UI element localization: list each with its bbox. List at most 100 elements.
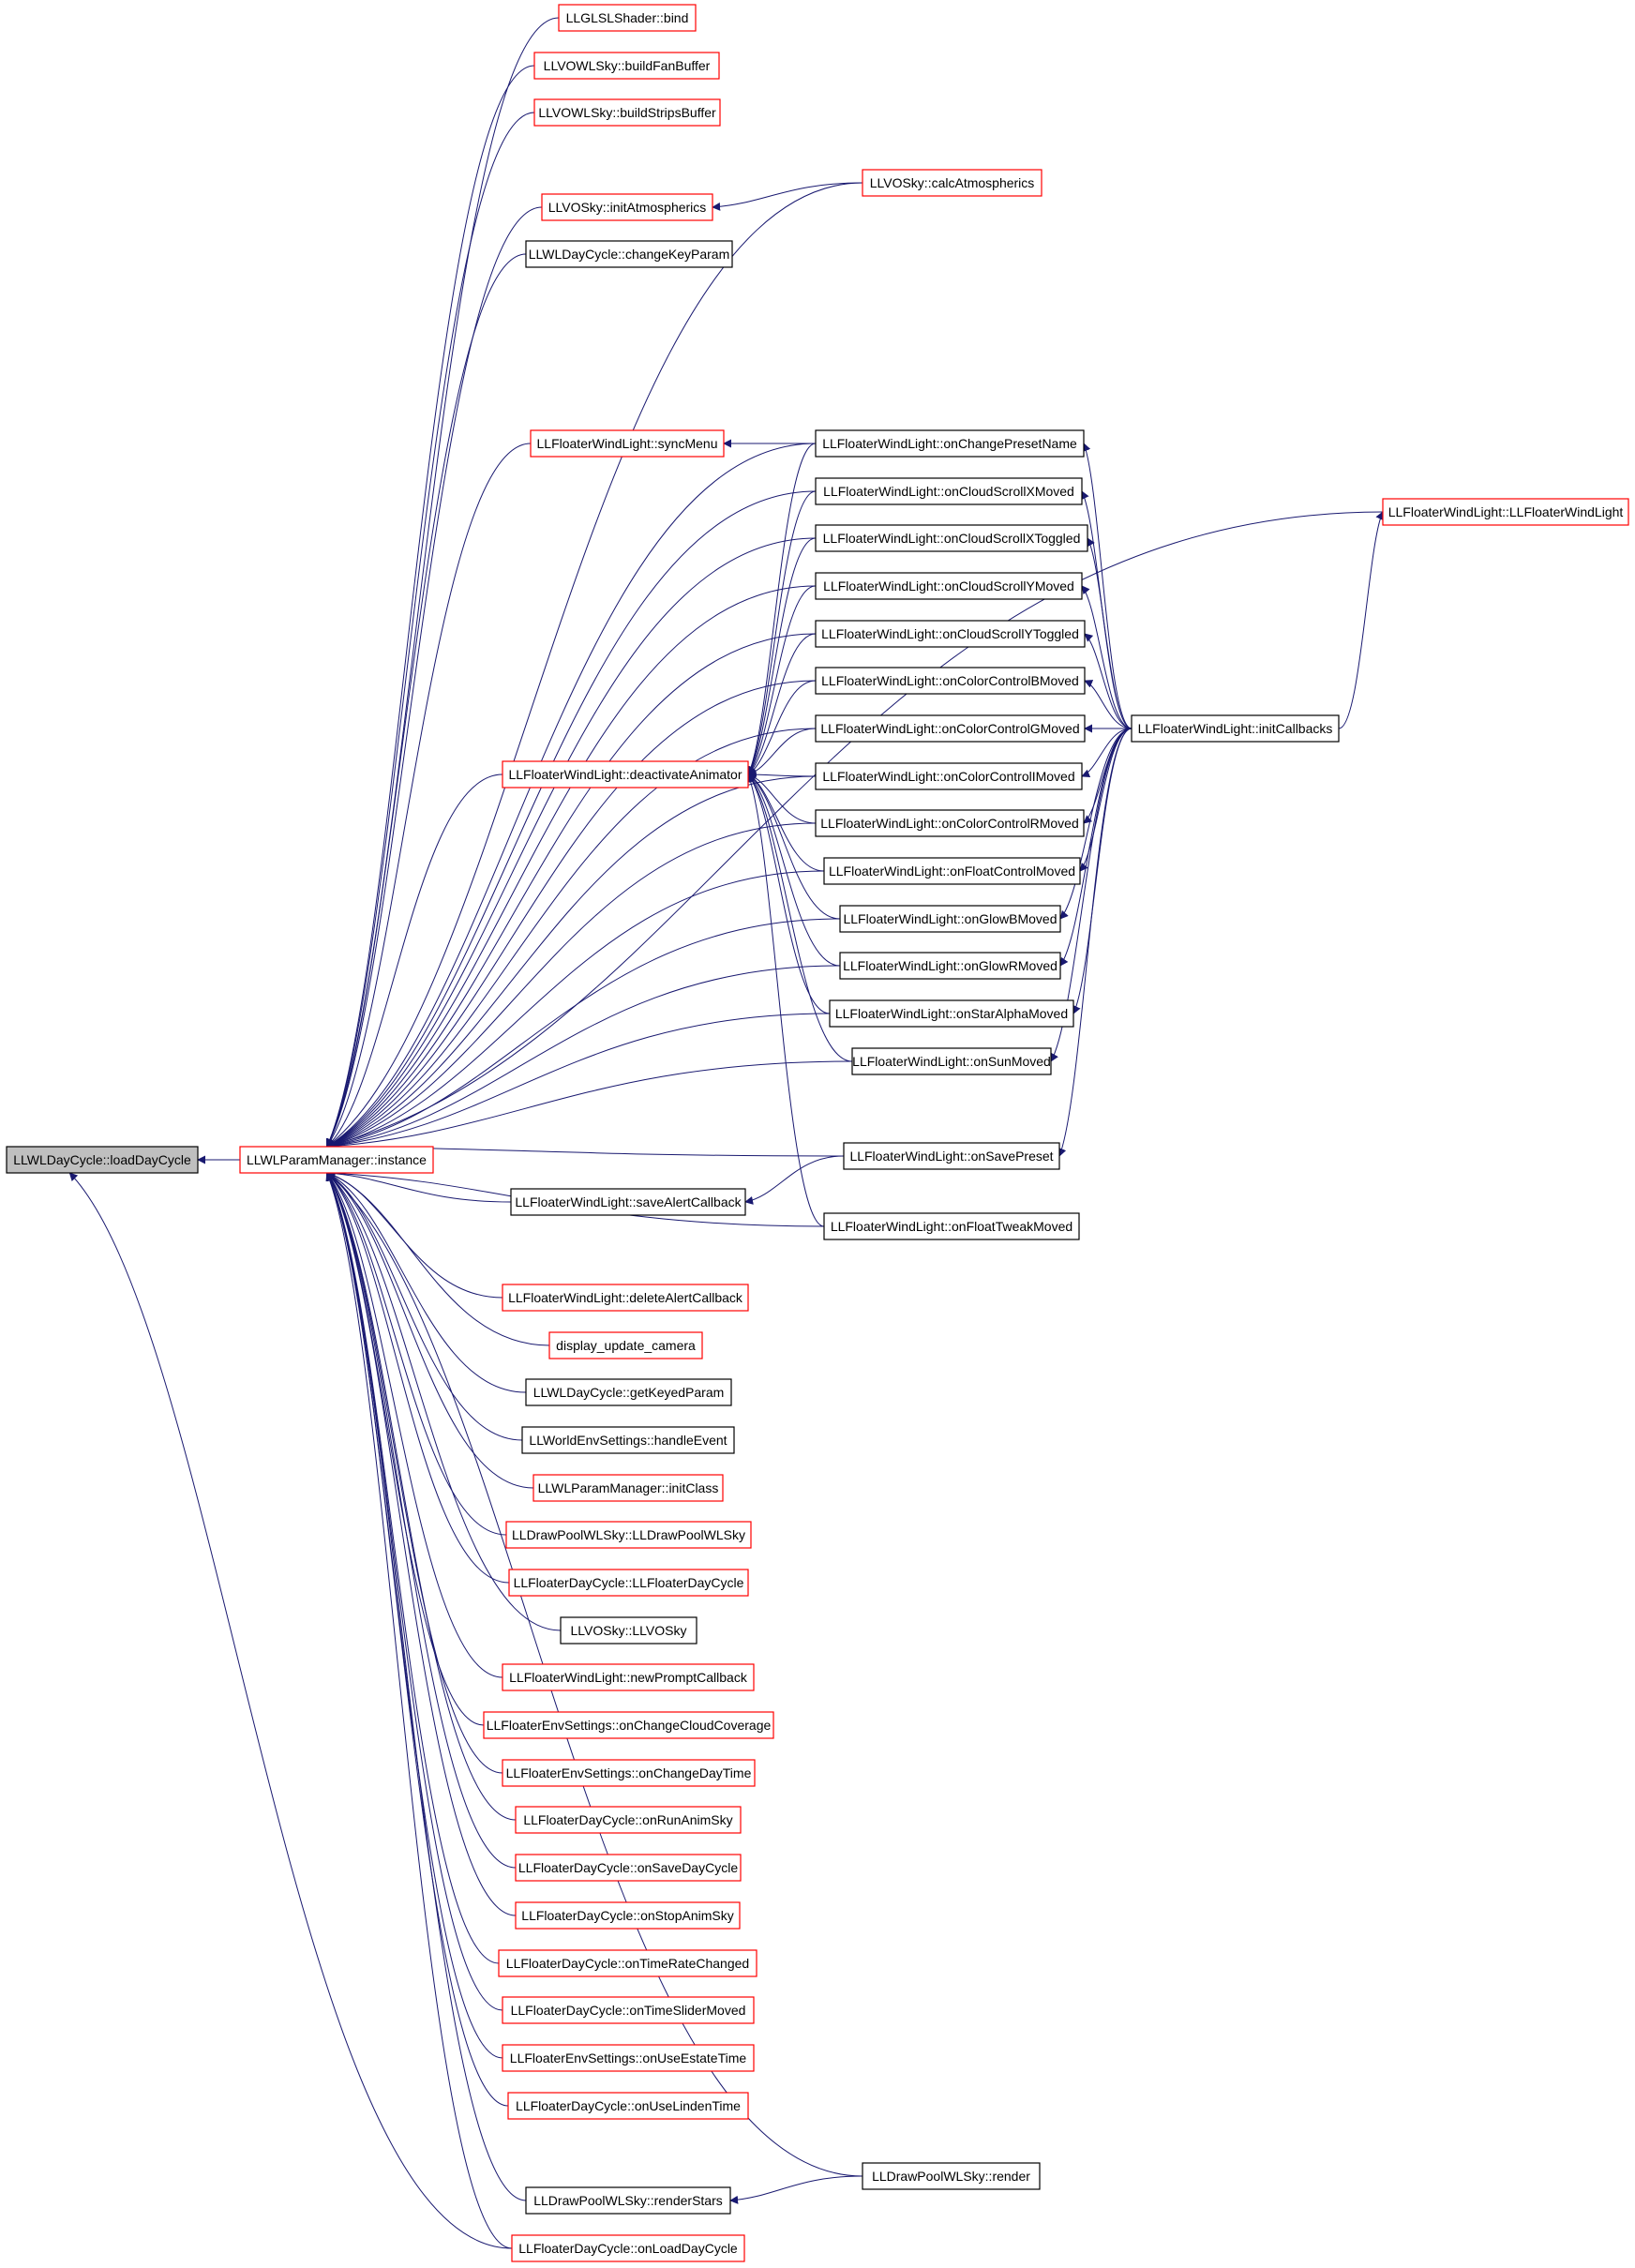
node-n4[interactable]: LLVOSky::initAtmospherics <box>541 193 713 221</box>
node-box <box>515 1806 742 1834</box>
node-m5[interactable]: LLFloaterWindLight::onCloudScrollYToggle… <box>815 620 1086 648</box>
node-box <box>1131 714 1340 743</box>
edge-n4-to-inst <box>326 206 543 1148</box>
node-b20[interactable]: LLFloaterDayCycle::onLoadDayCycle <box>511 2234 745 2262</box>
edge-m8-to-deact <box>747 770 817 779</box>
node-render[interactable]: LLDrawPoolWLSky::render <box>862 2162 1041 2190</box>
edge-b8-to-inst <box>326 1172 562 1631</box>
node-box <box>815 809 1085 837</box>
node-label: LLFloaterWindLight::onColorControlIMoved <box>822 769 1074 784</box>
node-load[interactable]: LLWLDayCycle::loadDayCycle <box>6 1146 199 1174</box>
node-m2[interactable]: LLFloaterWindLight::onCloudScrollXMoved <box>815 477 1083 505</box>
node-label: LLGLSLShader::bind <box>566 10 689 25</box>
node-box <box>483 1711 774 1739</box>
node-n5[interactable]: LLWLDayCycle::changeKeyParam <box>525 240 733 268</box>
node-label: LLVOWLSky::buildFanBuffer <box>544 58 711 73</box>
node-b16[interactable]: LLFloaterDayCycle::onTimeSliderMoved <box>502 1996 755 2024</box>
node-b14[interactable]: LLFloaterDayCycle::onStopAnimSky <box>515 1901 741 1930</box>
node-label: LLFloaterWindLight::onGlowRMoved <box>843 958 1058 973</box>
node-m8[interactable]: LLFloaterWindLight::onColorControlIMoved <box>815 762 1083 790</box>
edge-initcb-to-savepreset <box>1058 728 1132 1157</box>
node-calc[interactable]: LLVOSky::calcAtmospherics <box>862 169 1042 197</box>
node-label: LLFloaterWindLight::onSavePreset <box>849 1149 1053 1164</box>
edge-n3-to-inst <box>326 112 535 1148</box>
node-label: LLDrawPoolWLSky::render <box>872 2169 1030 2184</box>
node-b11[interactable]: LLFloaterEnvSettings::onChangeDayTime <box>502 1759 756 1787</box>
node-box <box>525 1378 732 1406</box>
node-m11[interactable]: LLFloaterWindLight::onGlowBMoved <box>839 905 1061 933</box>
node-b9[interactable]: LLFloaterWindLight::newPromptCallback <box>502 1663 755 1691</box>
node-box <box>510 1188 746 1216</box>
node-label: LLFloaterWindLight::deactivateAnimator <box>508 767 742 782</box>
node-box <box>502 2044 755 2072</box>
node-box <box>815 524 1088 552</box>
node-label: LLWLParamManager::instance <box>247 1152 427 1167</box>
node-box <box>502 760 749 789</box>
node-n2[interactable]: LLVOWLSky::buildFanBuffer <box>533 52 720 80</box>
edge-n5-to-inst <box>326 253 527 1148</box>
node-b5[interactable]: LLWLParamManager::initClass <box>532 1474 724 1502</box>
node-label: LLFloaterWindLight::onCloudScrollXToggle… <box>823 531 1081 546</box>
node-label: LLFloaterWindLight::newPromptCallback <box>509 1670 748 1685</box>
node-m10[interactable]: LLFloaterWindLight::onFloatControlMoved <box>823 857 1081 885</box>
node-label: LLFloaterWindLight::initCallbacks <box>1138 721 1333 736</box>
node-box <box>829 999 1074 1028</box>
node-inst[interactable]: LLWLParamManager::instance <box>239 1146 434 1174</box>
node-m1[interactable]: LLFloaterWindLight::onChangePresetName <box>815 429 1085 458</box>
node-m3[interactable]: LLFloaterWindLight::onCloudScrollXToggle… <box>815 524 1088 552</box>
edge-b3-to-inst <box>325 1172 527 1393</box>
node-b12[interactable]: LLFloaterDayCycle::onRunAnimSky <box>515 1806 742 1834</box>
node-initcb[interactable]: LLFloaterWindLight::initCallbacks <box>1131 714 1340 743</box>
node-b4[interactable]: LLWorldEnvSettings::handleEvent <box>521 1426 735 1454</box>
node-box <box>502 1759 756 1787</box>
node-b2[interactable]: display_update_camera <box>548 1331 703 1359</box>
node-b13[interactable]: LLFloaterDayCycle::onSaveDayCycle <box>515 1854 742 1882</box>
node-b8[interactable]: LLVOSky::LLVOSky <box>560 1616 698 1645</box>
node-label: LLFloaterWindLight::onCloudScrollYToggle… <box>821 626 1079 641</box>
node-m6[interactable]: LLFloaterWindLight::onColorControlBMoved <box>815 667 1086 695</box>
node-box <box>521 1426 735 1454</box>
node-b10[interactable]: LLFloaterEnvSettings::onChangeCloudCover… <box>483 1711 774 1739</box>
edge-m8-to-inst <box>325 775 817 1149</box>
node-box <box>815 667 1086 695</box>
node-n1[interactable]: LLGLSLShader::bind <box>558 4 697 32</box>
node-m4[interactable]: LLFloaterWindLight::onCloudScrollYMoved <box>815 572 1083 600</box>
node-savepreset[interactable]: LLFloaterWindLight::onSavePreset <box>843 1142 1060 1170</box>
node-b7[interactable]: LLFloaterDayCycle::LLFloaterDayCycle <box>508 1569 749 1597</box>
node-m12[interactable]: LLFloaterWindLight::onGlowRMoved <box>839 952 1061 980</box>
node-box <box>1382 498 1629 526</box>
node-b18[interactable]: LLFloaterDayCycle::onUseLindenTime <box>507 2092 749 2120</box>
node-box <box>502 1996 755 2024</box>
node-label: LLVOWLSky::buildStripsBuffer <box>538 105 716 120</box>
node-box <box>532 1474 724 1502</box>
edge-b2-to-inst <box>325 1171 550 1346</box>
node-label: LLVOSky::initAtmospherics <box>548 200 707 215</box>
node-box <box>525 2186 731 2215</box>
node-deact[interactable]: LLFloaterWindLight::deactivateAnimator <box>502 760 749 789</box>
node-b6[interactable]: LLDrawPoolWLSky::LLDrawPoolWLSky <box>505 1521 752 1549</box>
node-m7[interactable]: LLFloaterWindLight::onColorControlGMoved <box>815 714 1086 743</box>
node-box <box>548 1331 703 1359</box>
node-b19[interactable]: LLDrawPoolWLSky::renderStars <box>525 2186 731 2215</box>
node-m9[interactable]: LLFloaterWindLight::onColorControlRMoved <box>815 809 1085 837</box>
node-label: LLFloaterWindLight::saveAlertCallback <box>515 1194 742 1209</box>
call-edges <box>68 17 1384 2249</box>
node-b15[interactable]: LLFloaterDayCycle::onTimeRateChanged <box>498 1949 758 1977</box>
node-ctor[interactable]: LLFloaterWindLight::LLFloaterWindLight <box>1382 498 1629 526</box>
node-n3[interactable]: LLVOWLSky::buildStripsBuffer <box>533 98 721 127</box>
node-label: LLFloaterDayCycle::LLFloaterDayCycle <box>514 1575 744 1590</box>
node-b3[interactable]: LLWLDayCycle::getKeyedParam <box>525 1378 732 1406</box>
node-label: LLWorldEnvSettings::handleEvent <box>529 1433 727 1448</box>
node-m13[interactable]: LLFloaterWindLight::onStarAlphaMoved <box>829 999 1074 1028</box>
node-box <box>815 429 1085 458</box>
node-m14[interactable]: LLFloaterWindLight::onSunMoved <box>851 1047 1052 1075</box>
node-label: LLFloaterDayCycle::onRunAnimSky <box>523 1812 732 1827</box>
node-b17[interactable]: LLFloaterEnvSettings::onUseEstateTime <box>502 2044 755 2072</box>
node-floattweak[interactable]: LLFloaterWindLight::onFloatTweakMoved <box>823 1212 1080 1240</box>
node-sync[interactable]: LLFloaterWindLight::syncMenu <box>530 429 725 458</box>
edge-m12-to-inst <box>325 965 841 1150</box>
edge-initcb-to-m9 <box>1083 728 1132 824</box>
node-b1[interactable]: LLFloaterWindLight::deleteAlertCallback <box>502 1284 749 1312</box>
node-savealert[interactable]: LLFloaterWindLight::saveAlertCallback <box>510 1188 746 1216</box>
